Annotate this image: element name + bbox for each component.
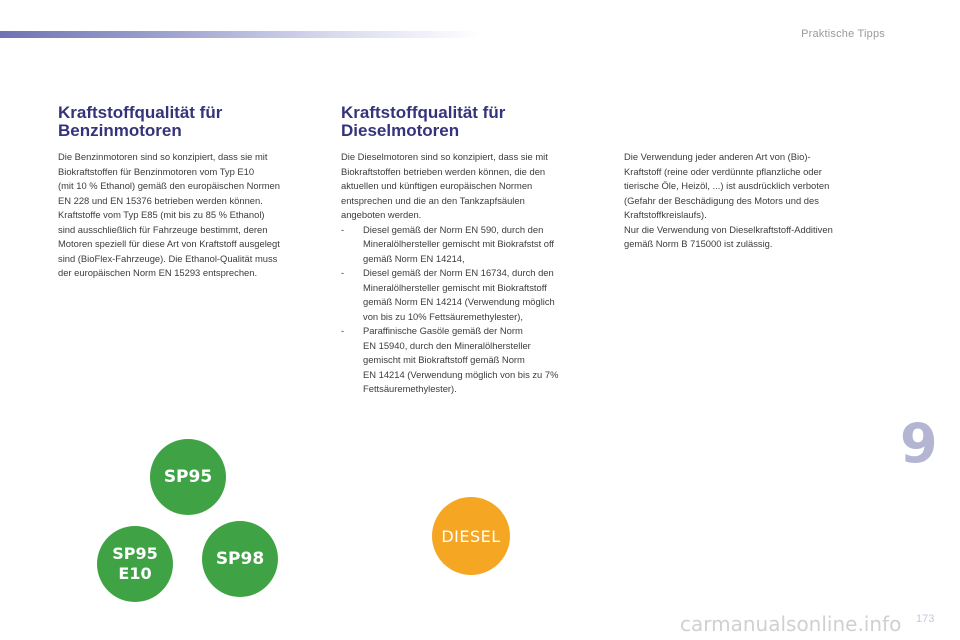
diesel-item-line: Paraffinische Gasöle gemäß der Norm [363, 325, 523, 336]
petrol-body-line: Motoren speziell für diese Art von Kraft… [58, 238, 280, 249]
diesel-note-line: Nur die Verwendung von Dieselkraftstoff-… [624, 223, 833, 235]
petrol-body-line: sind (BioFlex-Fahrzeuge). Die Ethanol-Qu… [58, 252, 278, 264]
petrol-body-line: sind ausschließlich für Fahrzeuge bestim… [58, 223, 268, 235]
diesel-title-line-2: Dieselmotoren [341, 121, 460, 140]
diesel-note-line: Kraftstoff (reine oder verdünnte pflanzl… [624, 165, 822, 177]
diesel-note-line: tierische Öle, Heizöl, ...) ist ausdrück… [624, 180, 830, 191]
watermark: carmanualsonline.info [680, 612, 902, 636]
petrol-body: Die Benzinmotoren sind so konzipiert, da… [58, 150, 320, 281]
section-label: Praktische Tipps [801, 28, 885, 40]
diesel-item-line: gemäß Norm EN 14214, [363, 252, 465, 264]
diesel-intro-line: Biokraftstoffen betrieben werden können,… [341, 165, 546, 177]
diesel-body: Die Dieselmotoren sind so konzipiert, da… [341, 150, 599, 397]
list-dash: - [341, 325, 345, 336]
diesel-note-line: (Gefahr der Beschädigung des Motors und … [624, 194, 819, 206]
diesel-item-line: EN 15940, durch den Mineralölhersteller [363, 339, 531, 351]
diesel-note-line: Kraftstoffkreislaufs). [624, 209, 707, 220]
page-number: 173 [916, 613, 935, 625]
diesel-list-item: - Diesel gemäß der Norm EN 16734, durch … [341, 266, 599, 324]
diesel-note-line: Die Verwendung jeder anderen Art von (Bi… [624, 151, 811, 162]
diesel-intro-line: entsprechen und die an den Tankzapfsäule… [341, 194, 525, 206]
diesel-list-item: - Paraffinische Gasöle gemäß der Norm EN… [341, 324, 599, 397]
petrol-body-line: der europäischen Norm EN 15293 entsprech… [58, 267, 258, 278]
diesel-item-line: EN 14214 (Verwendung möglich von bis zu … [363, 368, 559, 380]
list-dash: - [341, 223, 345, 235]
diesel-item-line: gemäß Norm EN 14214 (Verwendung möglich [363, 296, 555, 307]
sp95-fuel-label-icon: SP95 [150, 439, 226, 515]
list-dash: - [341, 267, 345, 278]
diesel-title: Kraftstoffqualität für Dieselmotoren [341, 104, 601, 140]
diesel-item-line: Diesel gemäß der Norm EN 590, durch den [363, 223, 544, 235]
diesel-note: Die Verwendung jeder anderen Art von (Bi… [624, 150, 882, 252]
diesel-fuel-label-icon: DIESEL [432, 497, 510, 575]
diesel-label: DIESEL [441, 526, 501, 546]
petrol-body-line: Biokraftstoffen für Benzinmotoren vom Ty… [58, 165, 255, 177]
petrol-body-line: Die Benzinmotoren sind so konzipiert, da… [58, 151, 268, 162]
petrol-title: Kraftstoffqualität für Benzinmotoren [58, 104, 308, 140]
header-gradient-bar [0, 31, 480, 38]
diesel-title-line-1: Kraftstoffqualität für [341, 103, 506, 122]
diesel-item-line: Diesel gemäß der Norm EN 16734, durch de… [363, 267, 554, 278]
sp98-fuel-label-icon: SP98 [202, 521, 278, 597]
petrol-body-line: EN 228 und EN 15376 betrieben werden kön… [58, 194, 263, 206]
sp95-e10-label-line-1: SP95 [112, 544, 158, 563]
diesel-item-line: von bis zu 10% Fettsäuremethylester), [363, 310, 523, 322]
diesel-item-line: Fettsäuremethylester). [363, 383, 457, 394]
sp95-label: SP95 [163, 467, 213, 487]
diesel-note-line: gemäß Norm B 715000 ist zulässig. [624, 238, 773, 249]
sp95-e10-fuel-label-icon: SP95 E10 [97, 526, 173, 602]
diesel-item-line: Mineralölhersteller gemischt mit Biokraf… [363, 238, 555, 249]
petrol-body-line: Kraftstoffe vom Typ E85 (mit bis zu 85 %… [58, 209, 265, 220]
diesel-intro-line: aktuellen und künftigen europäischen Nor… [341, 180, 533, 191]
diesel-list-item: - Diesel gemäß der Norm EN 590, durch de… [341, 223, 599, 267]
sp95-e10-label-line-2: E10 [118, 564, 152, 583]
diesel-intro-line: Die Dieselmotoren sind so konzipiert, da… [341, 151, 548, 162]
diesel-item-line: Mineralölhersteller gemischt mit Biokraf… [363, 281, 547, 293]
petrol-title-line-2: Benzinmotoren [58, 121, 182, 140]
petrol-title-line-1: Kraftstoffqualität für [58, 103, 223, 122]
chapter-number: 9 [900, 412, 938, 475]
diesel-item-line: gemischt mit Biokraftstoff gemäß Norm [363, 354, 525, 365]
diesel-intro-line: angeboten werden. [341, 209, 422, 220]
sp98-label: SP98 [215, 549, 265, 569]
petrol-body-line: (mit 10 % Ethanol) gemäß den europäische… [58, 180, 280, 191]
